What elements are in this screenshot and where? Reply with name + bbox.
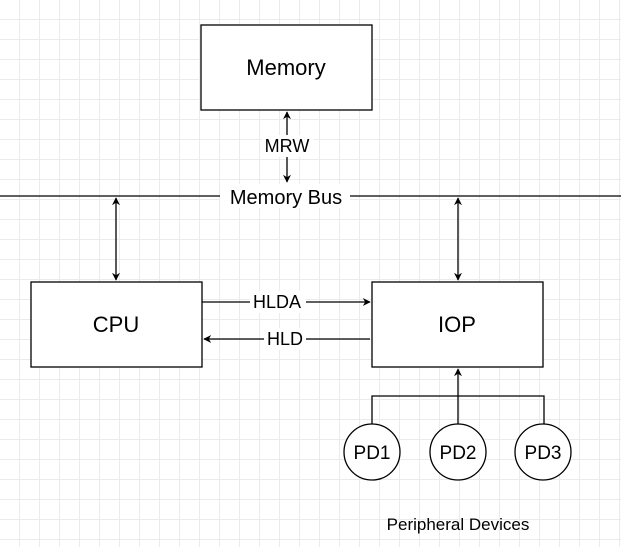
mrw-label-bg [262, 135, 314, 157]
hld-label: HLD [267, 329, 303, 349]
memory-bus-label: Memory Bus [230, 187, 342, 209]
hld-label-bg [264, 328, 306, 350]
iop-label: IOP [438, 312, 476, 337]
cpu-box [30, 281, 203, 368]
mrw-label: MRW [265, 136, 310, 156]
hlda-label-bg [250, 291, 306, 313]
iop-box [371, 281, 544, 368]
pd1-node [343, 423, 401, 481]
memory-label: Memory [246, 55, 325, 80]
hlda-label: HLDA [253, 292, 301, 312]
pd2-node [429, 423, 487, 481]
cpu-label: CPU [93, 312, 139, 337]
memory-box [200, 24, 373, 111]
pd2-label: PD2 [440, 443, 477, 464]
peripheral-devices-label: Peripheral Devices [387, 515, 530, 534]
memory-bus-label-bg [220, 184, 350, 208]
pd3-node [514, 423, 572, 481]
pd3-label: PD3 [525, 443, 562, 464]
pd1-label: PD1 [354, 443, 391, 464]
